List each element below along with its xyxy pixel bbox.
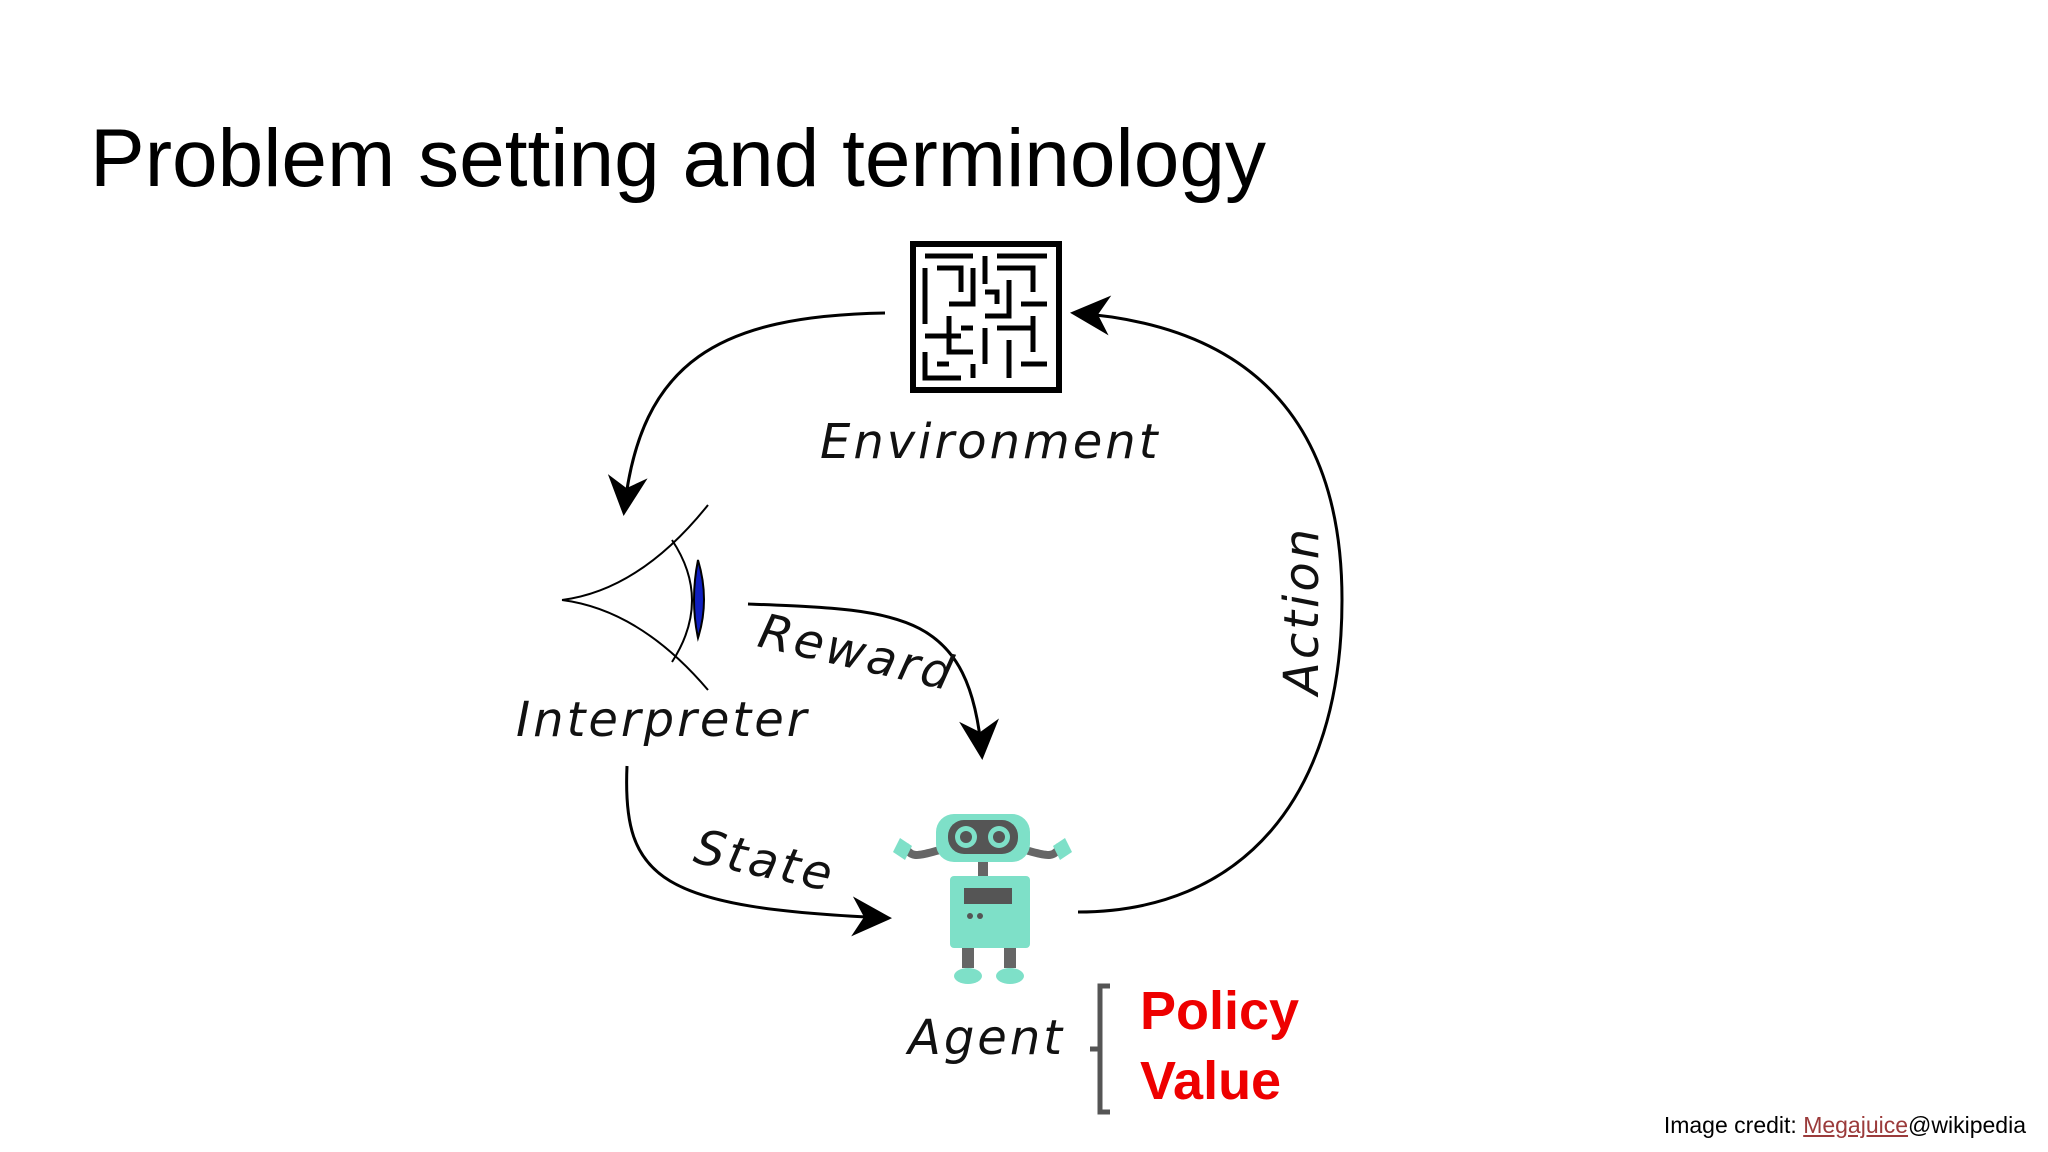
reward-arrow (747, 602, 999, 760)
observation-arrow (607, 311, 886, 516)
state-label: State (690, 819, 841, 903)
eye-icon (561, 504, 709, 691)
value-label: Value (1140, 1051, 1281, 1111)
agent-bracket (1090, 983, 1110, 1115)
interpreter-label: Interpreter (516, 692, 810, 748)
environment-label: Environment (820, 414, 1161, 470)
credit-link[interactable]: Megajuice (1803, 1112, 1909, 1138)
maze-icon (910, 241, 1062, 393)
reward-label: Reward (753, 603, 960, 703)
agent-label: Agent (905, 1010, 1065, 1066)
policy-label: Policy (1140, 981, 1299, 1041)
state-arrow (625, 765, 892, 937)
slide-title: Problem setting and terminology (90, 113, 1266, 204)
credit-suffix: @wikipedia (1908, 1112, 2026, 1138)
action-label: Action (1274, 526, 1330, 698)
credit-prefix: Image credit: (1663, 1112, 1804, 1138)
robot-icon (893, 814, 1072, 984)
action-arrow (1070, 295, 1344, 914)
image-credit: Image credit: Megajuice@wikipedia (1664, 1112, 2026, 1139)
